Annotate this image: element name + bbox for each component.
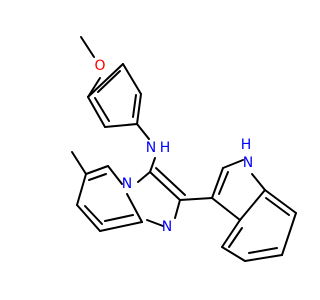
bond-n-bridge-c5 bbox=[107, 165, 123, 185]
atom-label-oxygen: O bbox=[94, 58, 105, 74]
bond-phenyl-1 bbox=[87, 96, 106, 128]
bond-indole-c3-c2 bbox=[211, 167, 224, 199]
bond-benzo-4 bbox=[221, 246, 246, 262]
bond-benzo-5 bbox=[221, 219, 241, 248]
bond-n1-c8a bbox=[146, 219, 164, 227]
atom-label-indole-nitrogen: N bbox=[243, 155, 253, 171]
bond-phenyl-inner-2 bbox=[132, 94, 137, 118]
bond-c7-c8-double bbox=[84, 205, 103, 225]
bond-indole-n-c7a bbox=[251, 173, 266, 191]
bond-c3-n-bridge bbox=[137, 171, 151, 183]
bond-c7-c8 bbox=[76, 204, 101, 232]
bond-phenyl-nitrogen bbox=[136, 123, 150, 140]
bond-benzo-1 bbox=[264, 189, 297, 214]
atom-label-amine-nitrogen: N bbox=[146, 140, 156, 156]
bond-phenyl-2 bbox=[104, 123, 138, 128]
bond-c2-n1 bbox=[174, 199, 181, 219]
bond-phenyl-4 bbox=[122, 63, 142, 95]
bond-c6-methyl bbox=[71, 151, 87, 175]
bond-c6-c7 bbox=[76, 173, 87, 206]
bond-c8-c8a bbox=[99, 221, 143, 232]
bond-c8a-inner bbox=[104, 214, 134, 222]
bond-c2-indole bbox=[179, 197, 213, 201]
atom-label-imidazole-nitrogen: N bbox=[162, 219, 172, 235]
bond-benzo-5-double bbox=[228, 227, 243, 248]
bond-indole-c2-n bbox=[222, 159, 244, 169]
bond-phenyl-inner-1 bbox=[94, 97, 110, 122]
bond-phenyl-inner-3 bbox=[97, 70, 121, 93]
bond-phenyl-5 bbox=[87, 63, 124, 98]
bond-benzo-3-double bbox=[248, 247, 278, 254]
bond-n-bridge-c8a bbox=[126, 193, 143, 223]
bond-c3-c2 bbox=[149, 171, 181, 201]
bond-c3-c2-double bbox=[155, 167, 186, 196]
bond-c5-c6 bbox=[85, 165, 109, 175]
bond-c5-c6-double bbox=[88, 173, 107, 181]
bond-benzo-1-double bbox=[265, 197, 290, 216]
bond-indole-c3-c3a bbox=[211, 197, 241, 221]
atom-label-amine-hydrogen: H bbox=[160, 140, 171, 156]
atom-label-bridgehead-nitrogen: N bbox=[122, 176, 132, 192]
bond-benzo-2 bbox=[281, 212, 297, 256]
bond-nitrogen-c3 bbox=[149, 157, 156, 173]
bond-benzo-3 bbox=[244, 254, 283, 262]
atom-label-indole-hydrogen: H bbox=[241, 137, 252, 153]
bond-phenyl-3 bbox=[136, 93, 142, 125]
bond-methyl-oxygen bbox=[80, 36, 95, 58]
bond-indole-c3a-c7a bbox=[239, 189, 266, 221]
molecule-structure-diagram: O N H N N H N bbox=[71, 36, 297, 262]
bond-indole-c3-c2-double bbox=[218, 171, 229, 195]
